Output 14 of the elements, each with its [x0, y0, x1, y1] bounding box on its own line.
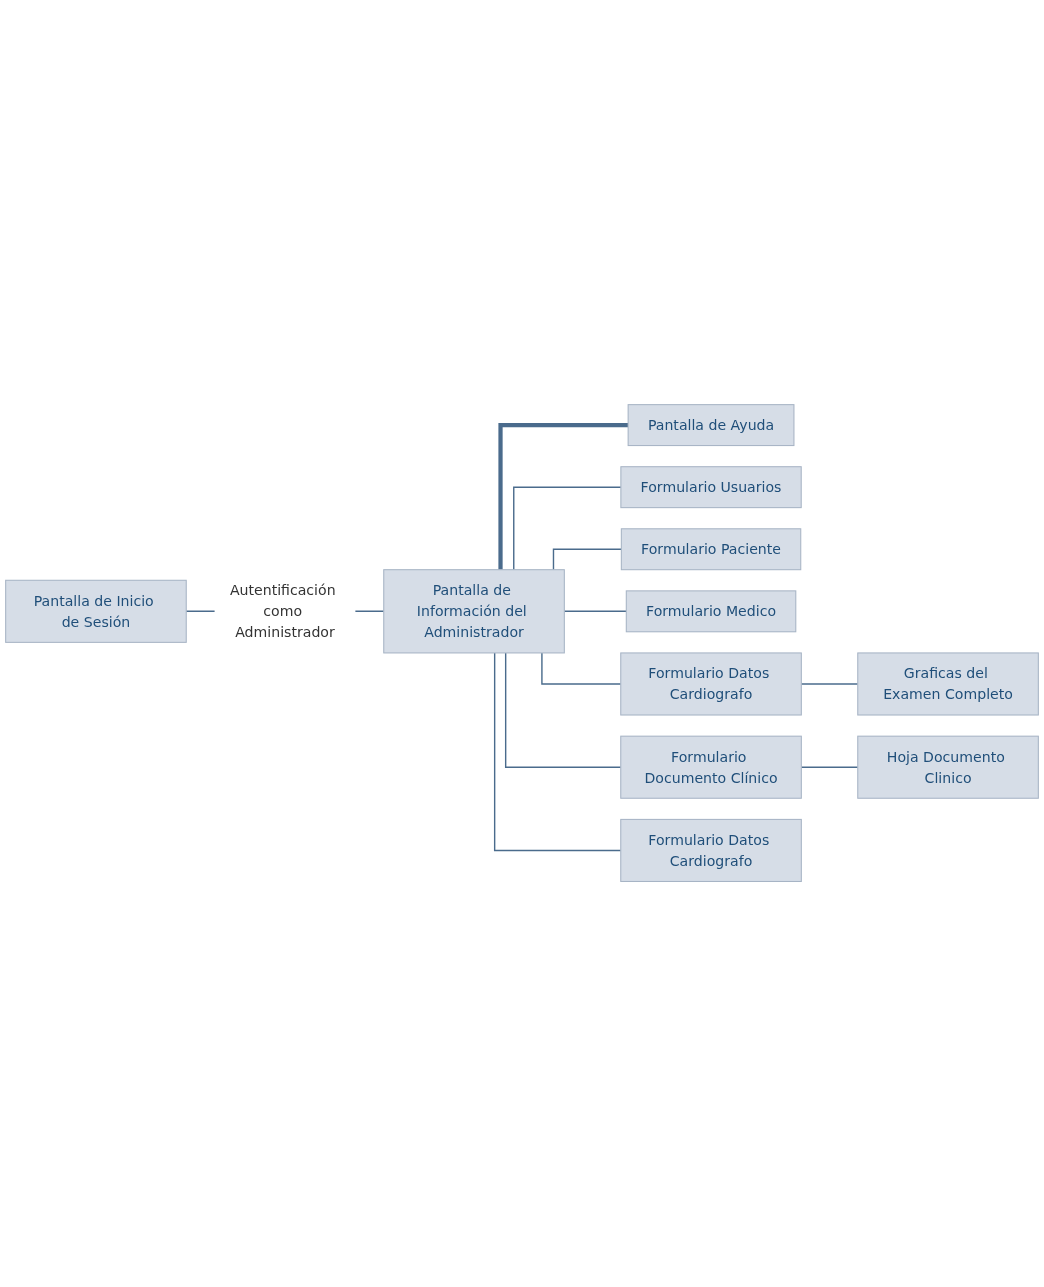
node-box: Formulario Datos Cardiografo [620, 819, 802, 883]
node-box: Hoja Documento Clinico [857, 736, 1039, 800]
edge-label: Autentificación como Administrador [229, 582, 336, 642]
node-box: Formulario Medico [625, 590, 797, 633]
node-box: Pantalla de Información del Administrador [383, 569, 565, 654]
node-box: Formulario Usuarios [620, 466, 802, 509]
connector [513, 486, 622, 571]
node-box: Graficas del Examen Completo [857, 652, 1039, 716]
node-box: Pantalla de Ayuda [627, 404, 795, 447]
node-box: Formulario Documento Clínico [620, 736, 802, 800]
connector [498, 423, 629, 571]
node-box: Pantalla de Inicio de Sesión [5, 580, 187, 644]
node-box: Formulario Datos Cardiografo [620, 652, 802, 716]
node-box: Formulario Paciente [620, 528, 802, 571]
